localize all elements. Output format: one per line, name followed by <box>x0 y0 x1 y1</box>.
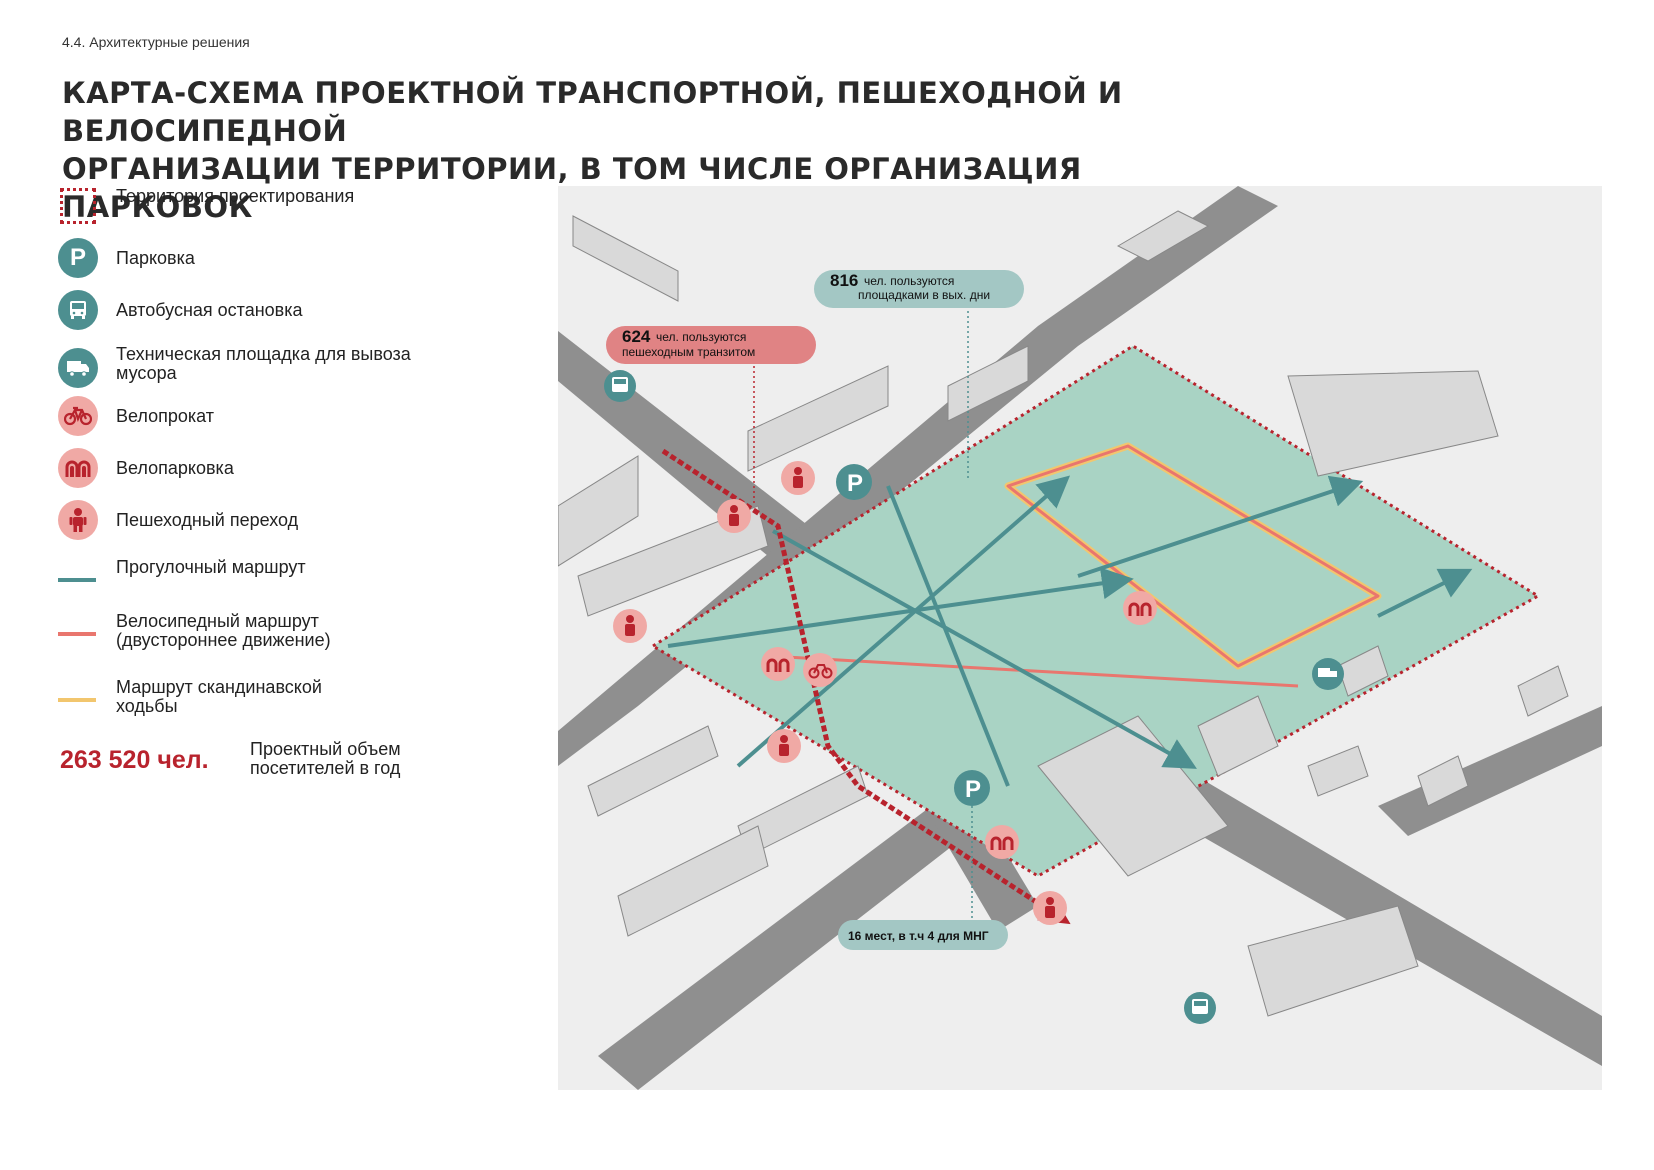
callout-bubble <box>606 326 816 364</box>
bike-rack-icon <box>985 825 1019 859</box>
building <box>747 365 889 472</box>
callout-leaders <box>753 296 973 931</box>
building <box>1517 665 1569 717</box>
bus-icon <box>58 290 98 330</box>
building <box>577 505 769 617</box>
buildings <box>558 210 1569 1017</box>
callout-text: 16 мест, в т.ч 4 для МНГ <box>848 929 989 943</box>
callout-transit-users: 624 чел. пользуются пешеходным транзитом <box>606 326 816 364</box>
callout-line-1: чел. пользуются <box>656 330 746 344</box>
page-title-line-1: Карта-схема проектной транспортной, пеше… <box>62 76 1123 148</box>
walking-route <box>1377 568 1473 618</box>
callout-line-2: пешеходным транзитом <box>622 345 755 359</box>
dotted-square-icon <box>60 188 96 224</box>
building <box>1247 905 1419 1017</box>
callout-weekend-users: 816 чел. пользуются площадками в вых. дн… <box>814 270 1024 308</box>
walking-route <box>886 485 1010 787</box>
walking-route-line <box>58 578 96 582</box>
bike-route-loop <box>1006 444 1380 668</box>
bike-rack-icon <box>58 448 98 488</box>
building <box>1307 745 1369 797</box>
walking-route <box>1077 475 1364 578</box>
pedestrian-icon <box>1033 891 1067 925</box>
bike-route-line <box>58 632 96 636</box>
section-heading: 4.4. Архитектурные решения <box>62 34 250 50</box>
visitors-count: 263 520 чел. <box>60 746 209 774</box>
svg-text:P: P <box>847 470 863 497</box>
road-diagonal-main <box>558 331 1602 1066</box>
building <box>617 825 769 937</box>
svg-text:P: P <box>965 776 981 803</box>
parking-icon: P <box>836 464 872 500</box>
pedestrian-icon <box>58 500 98 540</box>
visitors-count-label: Проектный объем посетителей в год <box>250 739 401 778</box>
pedestrian-icon <box>781 461 815 495</box>
parking-icon: P <box>58 238 98 278</box>
bike-rack-icon <box>1123 591 1157 625</box>
building <box>1287 370 1499 477</box>
callout-number: 816 <box>830 271 858 290</box>
building <box>1417 755 1469 807</box>
pedestrian-icon <box>613 609 647 643</box>
walking-route <box>772 529 1197 769</box>
walking-routes <box>667 475 1473 787</box>
building-residential <box>1037 715 1229 877</box>
truck-icon <box>58 348 98 388</box>
callout-parking-spaces: 16 мест, в т.ч 4 для МНГ <box>838 920 1008 950</box>
callout-line-1: чел. пользуются <box>864 274 954 288</box>
callout-bubble <box>814 270 1024 308</box>
page-title: Карта-схема проектной транспортной, пеше… <box>62 74 1262 226</box>
bus-stop-icon <box>1184 992 1216 1024</box>
bus-stop-icon <box>604 370 636 402</box>
park-territory <box>650 344 1541 878</box>
nordic-walking-line <box>58 698 96 702</box>
pedestrian-icon <box>717 499 751 533</box>
site-map: P P 816 чел. пользуются площадками в вых… <box>558 186 1602 1090</box>
map-icons: P P <box>604 370 1344 1024</box>
truck-icon <box>1312 658 1344 690</box>
parking-icon: P <box>954 770 990 806</box>
callout-number: 624 <box>622 327 651 346</box>
building <box>1116 210 1210 262</box>
building <box>587 725 719 817</box>
building <box>1337 645 1389 697</box>
bicycle-icon <box>803 653 837 687</box>
callout-bubble <box>838 920 1008 950</box>
bike-rack-icon <box>761 647 795 681</box>
bicycle-icon <box>58 396 98 436</box>
walking-route <box>736 475 1071 768</box>
building <box>1197 695 1279 777</box>
building <box>558 455 639 567</box>
walking-route <box>667 567 1134 648</box>
building <box>572 215 679 302</box>
pedestrian-icon <box>767 729 801 763</box>
callout-line-2: площадками в вых. дни <box>858 288 990 302</box>
road-right <box>1378 706 1602 836</box>
site-map-drawing: P P 816 чел. пользуются площадками в вых… <box>558 186 1602 1090</box>
